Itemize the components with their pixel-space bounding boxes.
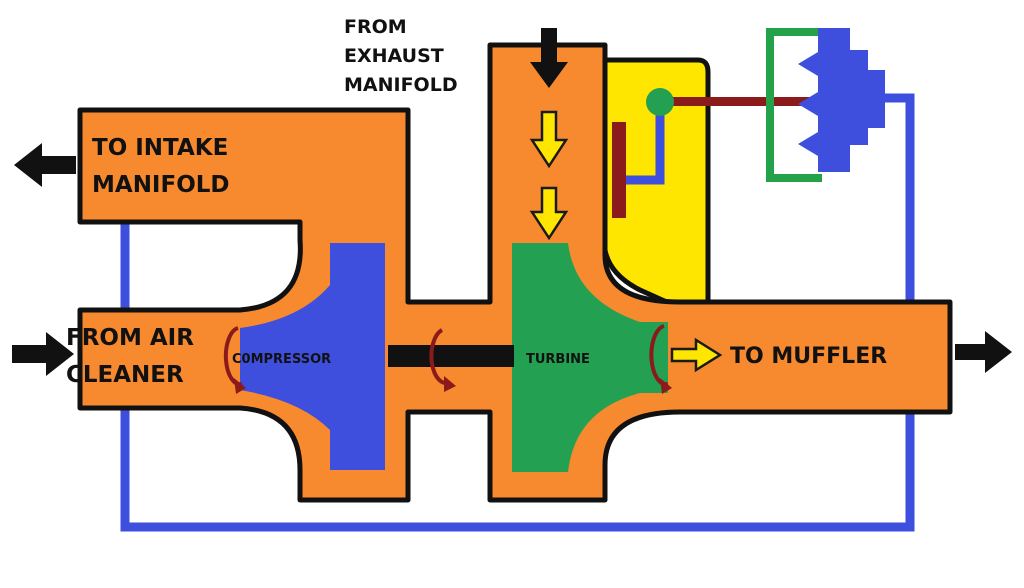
arrow-right-icon (12, 332, 74, 376)
label-from-exhaust: FROM (344, 16, 407, 38)
label-from-exhaust: EXHAUST (344, 45, 444, 67)
actuator-body (798, 28, 885, 172)
actuator-bracket (766, 28, 822, 182)
label-to-muffler: TO MUFFLER (730, 344, 887, 369)
label-from-exhaust: MANIFOLD (344, 74, 458, 96)
circular-arrow-icon (223, 326, 246, 394)
arrow-down-outline-icon (529, 110, 569, 169)
compressor-wheel (240, 243, 385, 470)
wastegate-valve-flap (612, 122, 626, 218)
arrow-down-icon (530, 28, 568, 88)
wastegate-pivot (646, 88, 674, 116)
circular-arrow-icon (429, 328, 456, 392)
label-compressor: C0MPRESSOR (232, 352, 331, 367)
arrow-down-outline-icon (529, 186, 569, 241)
actuator-rod (660, 97, 822, 106)
shaft (388, 345, 514, 367)
valve-link-line (626, 105, 665, 185)
label-from-air: FROM AIR (66, 325, 194, 351)
control-line (120, 93, 915, 532)
label-to-intake: MANIFOLD (92, 172, 230, 198)
arrow-right-outline-icon (670, 337, 723, 373)
turbine-wheel (512, 243, 668, 472)
label-to-intake: TO INTAKE (92, 135, 228, 161)
arrow-left-icon (14, 143, 76, 187)
arrow-right-icon (955, 331, 1012, 373)
label-from-air: CLEANER (66, 362, 184, 388)
circular-arrow-icon (649, 324, 672, 394)
label-turbine: TURBINE (526, 352, 590, 367)
